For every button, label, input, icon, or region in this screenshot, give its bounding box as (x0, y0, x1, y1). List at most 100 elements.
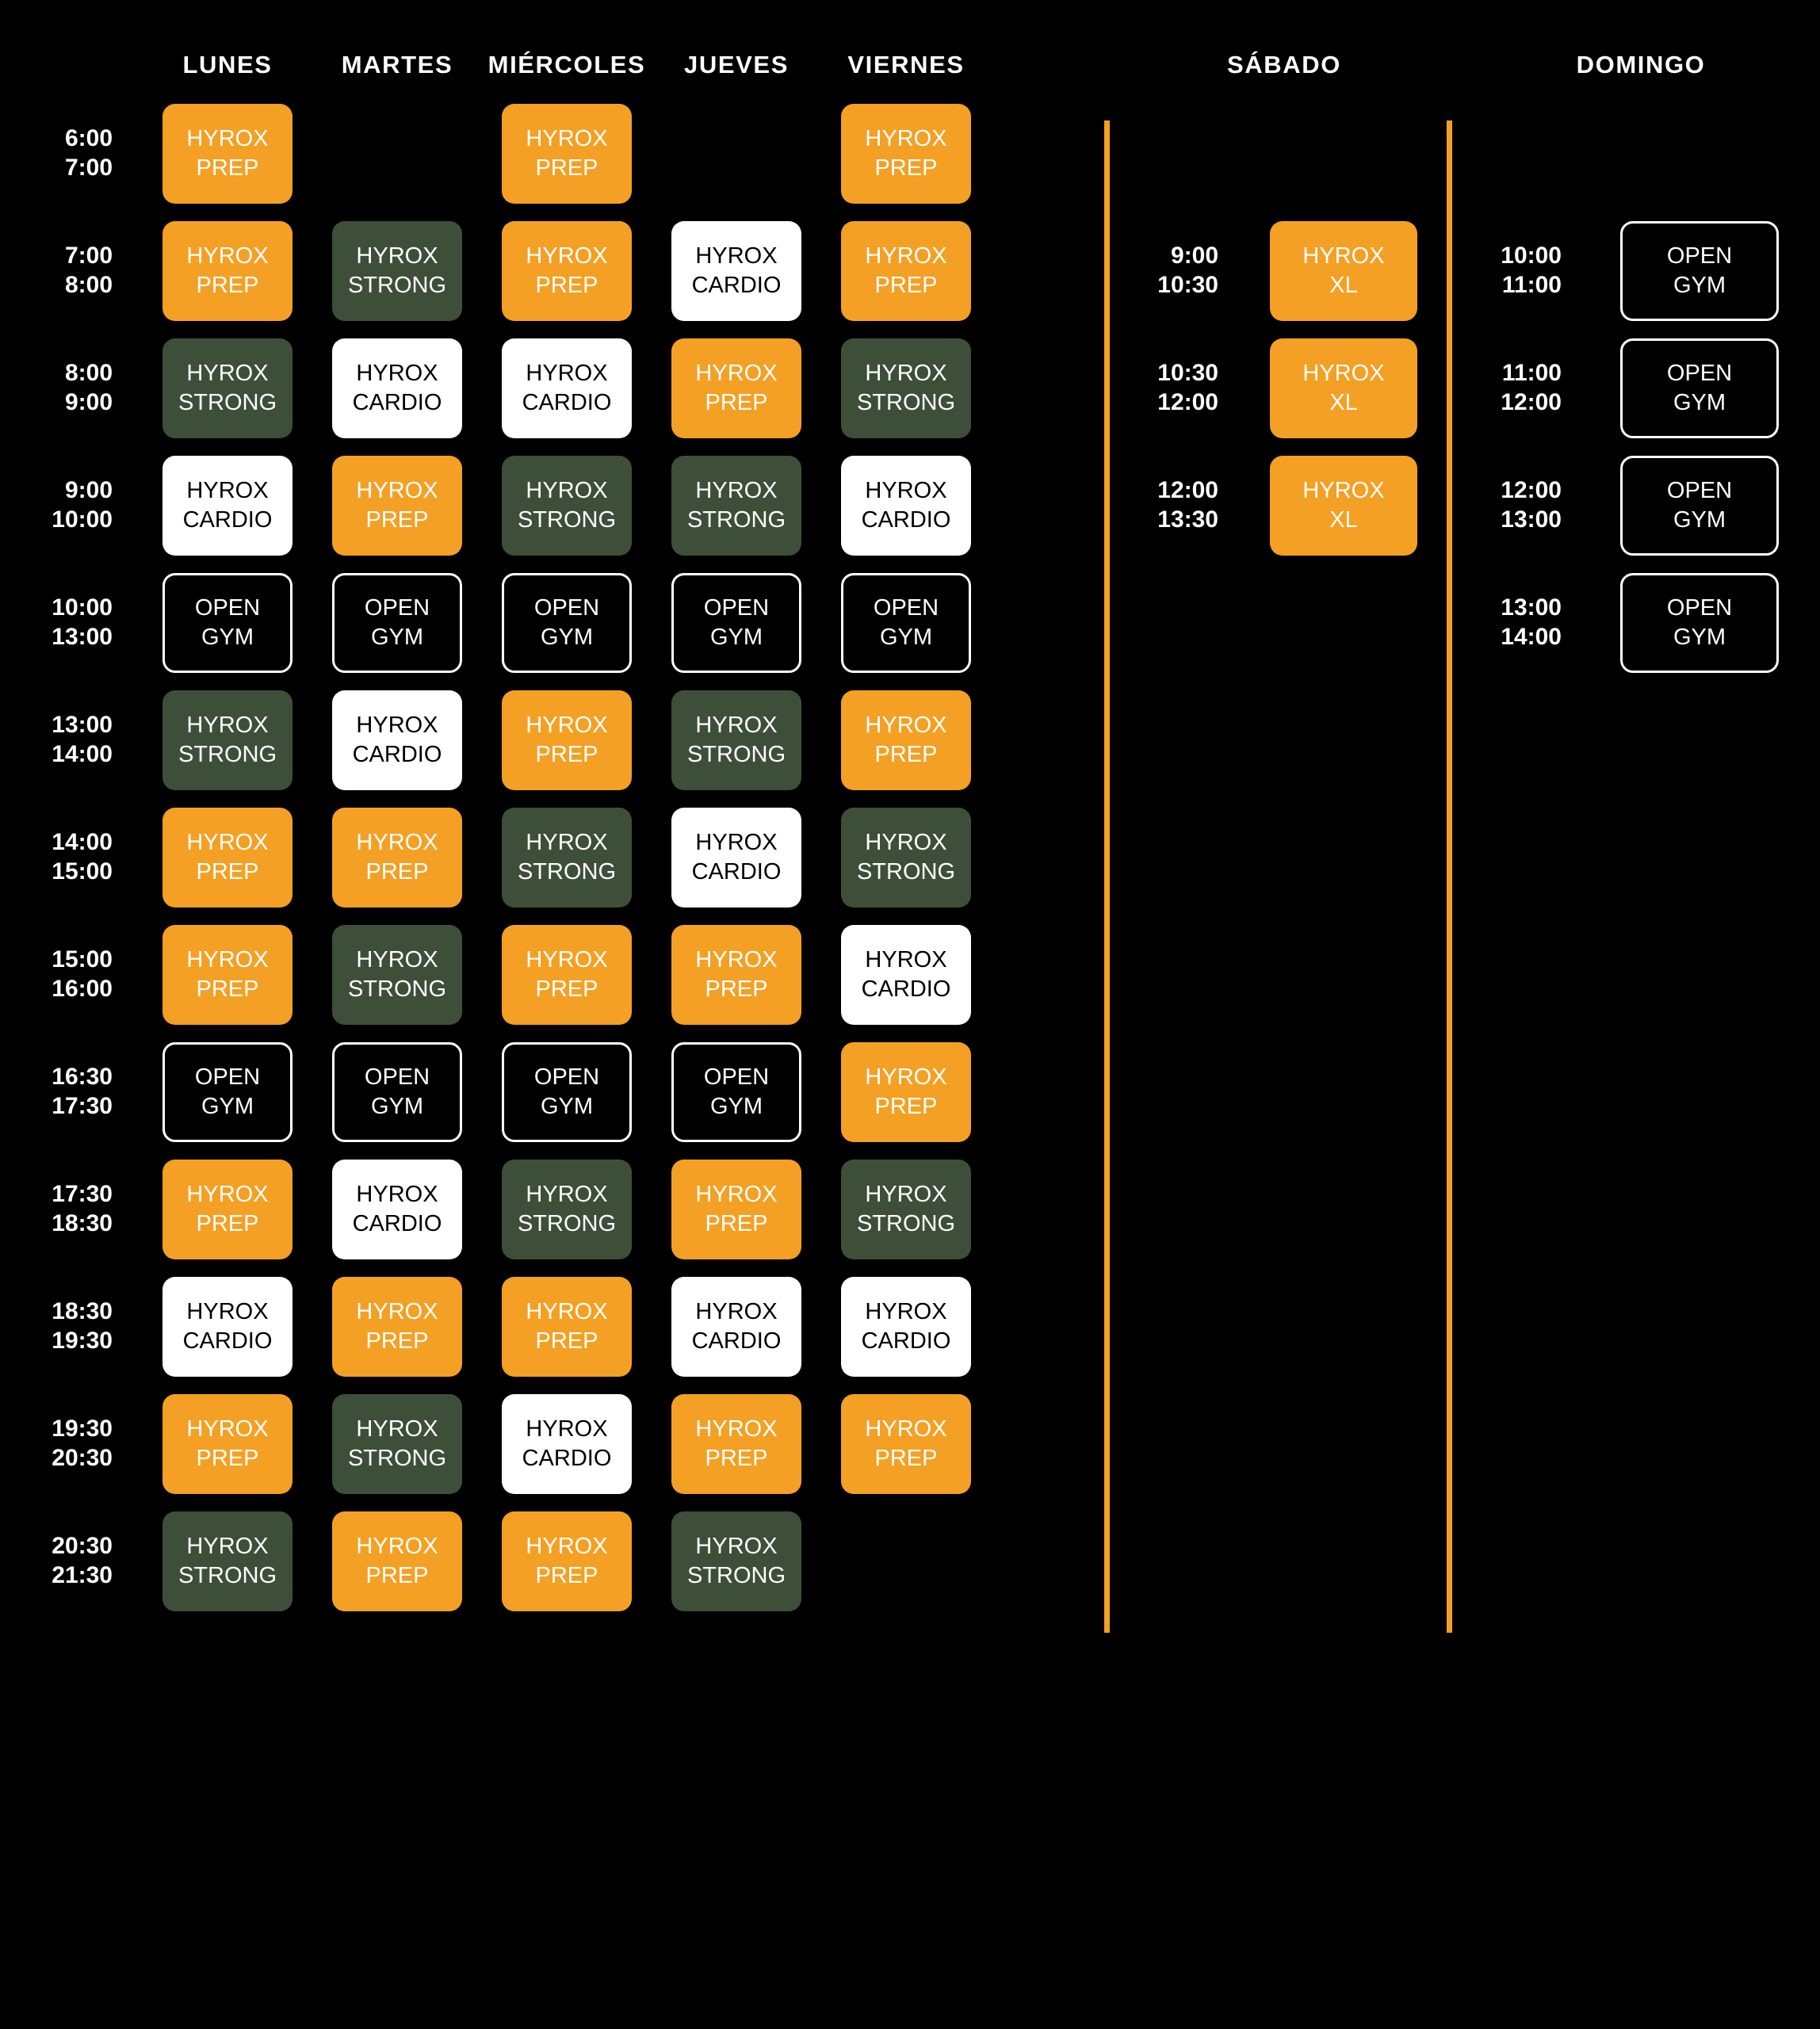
day-header-domingo: DOMINGO (1576, 51, 1706, 78)
class-name-line2: XL (1329, 507, 1358, 533)
class-name-line2: PREP (196, 1211, 259, 1236)
class-name-line2: STRONG (347, 1446, 447, 1471)
class-name-line2: GYM (1673, 390, 1726, 415)
class-name-line1: HYROX (356, 361, 438, 387)
time-end: 16:00 (52, 976, 113, 1002)
class-name-line1: OPEN (1666, 478, 1733, 504)
class-name-line2: CARDIO (522, 390, 612, 415)
schedule-cell-empty (821, 1503, 991, 1620)
time-end: 19:30 (52, 1328, 113, 1354)
class-name-line2: GYM (1673, 625, 1726, 650)
class-name-line2: PREP (196, 976, 259, 1002)
time-end: 7:00 (64, 155, 113, 181)
class-name-line1: HYROX (356, 1182, 438, 1208)
class-name-line1: HYROX (526, 478, 608, 504)
time-start: 17:30 (52, 1181, 113, 1208)
class-name-line1: HYROX (865, 1416, 947, 1442)
class-name-line2: PREP (535, 1328, 598, 1354)
time-end: 13:00 (1501, 506, 1562, 533)
class-name-line1: OPEN (533, 595, 600, 621)
